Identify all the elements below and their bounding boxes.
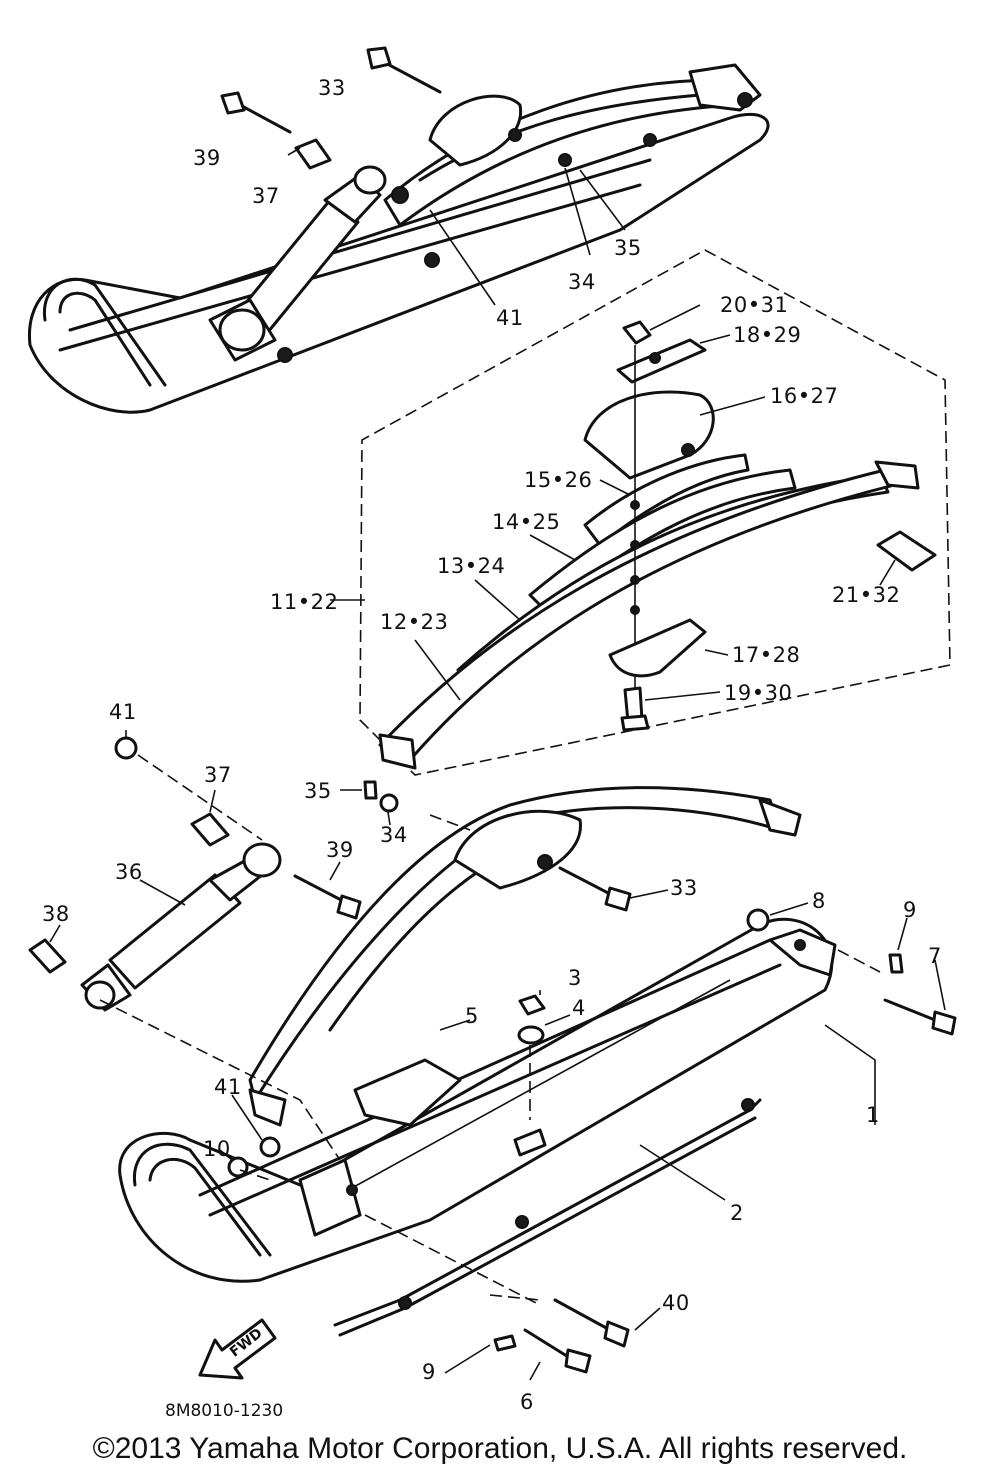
callout-35: 35 [304, 779, 332, 803]
fwd-arrow-icon [198, 1318, 277, 1380]
callout-37: 37 [252, 184, 280, 208]
callout-18-29: 18•29 [733, 323, 802, 347]
callout-1: 1 [866, 1103, 880, 1127]
callout-17-28: 17•28 [732, 643, 801, 667]
callout-20-31: 20•31 [720, 293, 789, 317]
callout-34: 34 [380, 823, 408, 847]
callout-36: 36 [115, 860, 143, 884]
callout-41: 41 [496, 306, 524, 330]
callout-11-22: 11•22 [270, 590, 339, 614]
callout-33: 33 [670, 876, 698, 900]
callout-5: 5 [465, 1004, 479, 1028]
callout-21-32: 21•32 [832, 583, 901, 607]
callout-15-26: 15•26 [524, 468, 593, 492]
callout-39: 39 [193, 146, 221, 170]
callout-8: 8 [812, 889, 826, 913]
exploded-view-box [359, 249, 951, 776]
alignment-lines [99, 754, 881, 1306]
callout-37: 37 [204, 763, 232, 787]
callout-13-24: 13•24 [437, 554, 506, 578]
callout-38: 38 [42, 902, 70, 926]
top-ski-assembly [27, 46, 770, 414]
copyright-notice: ©2013 Yamaha Motor Corporation, U.S.A. A… [92, 1432, 908, 1465]
callout-39: 39 [326, 838, 354, 862]
callout-41: 41 [109, 700, 137, 724]
callout-4: 4 [572, 996, 586, 1020]
callout-9: 9 [903, 898, 917, 922]
callout-40: 40 [662, 1291, 690, 1315]
callout-34: 34 [568, 270, 596, 294]
callout-9: 9 [422, 1360, 436, 1384]
callout-6: 6 [520, 1390, 534, 1414]
callout-19-30: 19•30 [724, 681, 793, 705]
leader-lines [49, 147, 946, 1381]
callout-16-27: 16•27 [770, 384, 839, 408]
exploded-leaf-spring [378, 320, 937, 770]
callout-2: 2 [730, 1201, 744, 1225]
diagram-code: 8M8010-1230 [165, 1401, 284, 1421]
bottom-ski-assembly [28, 736, 957, 1374]
callout-3: 3 [568, 966, 582, 990]
callout-14-25: 14•25 [492, 510, 561, 534]
callout-41: 41 [214, 1075, 242, 1099]
callout-7: 7 [928, 944, 942, 968]
callout-12-23: 12•23 [380, 610, 449, 634]
callout-35: 35 [614, 236, 642, 260]
callout-33: 33 [318, 76, 346, 100]
callout-10: 10 [203, 1137, 231, 1161]
